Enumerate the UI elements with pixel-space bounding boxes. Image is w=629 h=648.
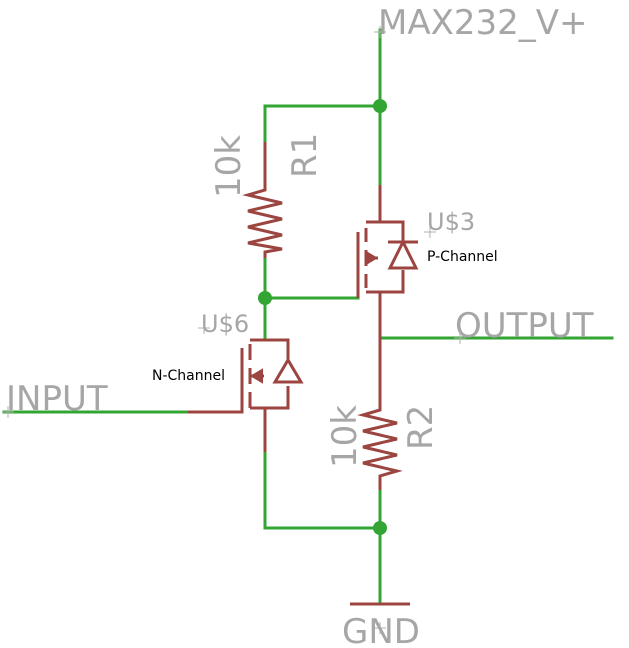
pmos-type-label: P-Channel — [427, 249, 498, 265]
pmos-name-label: U$3 — [427, 208, 475, 236]
junction-gate-node — [258, 291, 272, 305]
r2-value-label: 10k — [325, 405, 365, 468]
resistor-r1 — [242, 142, 283, 258]
resistor-r2 — [357, 338, 403, 490]
junction-supply — [373, 99, 387, 113]
r1-value-label: 10k — [209, 135, 249, 198]
net-label-ground: GND — [342, 612, 420, 648]
r1-name-label: R1 — [285, 133, 325, 178]
net-label-input: INPUT — [6, 379, 108, 419]
nmos-transistor — [188, 338, 304, 452]
pmos-transistor — [356, 185, 419, 338]
wire-nmos-source-to-gnd — [263, 450, 382, 530]
nmos-name-label: U$6 — [201, 310, 249, 338]
net-label-output: OUTPUT — [455, 306, 594, 346]
r2-name-label: R2 — [401, 405, 441, 450]
junction-ground — [373, 521, 387, 535]
net-label-supply: MAX232_V+ — [378, 3, 588, 43]
nmos-type-label: N-Channel — [152, 368, 225, 384]
wires — [2, 28, 614, 606]
junctions — [258, 99, 387, 535]
wire-supply-to-r1 — [263, 104, 382, 144]
origin-markers — [2, 26, 466, 634]
